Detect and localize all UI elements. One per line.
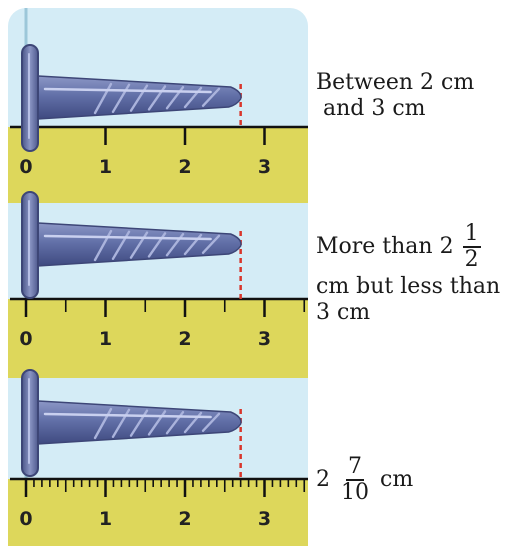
ruler-label-1: 1 [99, 156, 112, 178]
nail-highlight [43, 87, 212, 94]
caption-2-pre: More than 2 [316, 234, 454, 259]
nail-thread [201, 87, 221, 107]
nail-thread [201, 412, 221, 432]
caption-3: 2 7 10 cm [316, 455, 413, 505]
ruler-body [8, 127, 308, 203]
caption-2-line-1: More than 2 1 2 [316, 222, 500, 272]
fraction-one-half: 1 2 [462, 221, 481, 272]
ruler-label-3: 3 [258, 508, 271, 530]
fraction-denominator: 2 [464, 247, 479, 272]
ruler-label-2: 2 [178, 508, 191, 530]
ruler-panel-1: 0 1 2 3 [8, 44, 308, 203]
fraction-numerator: 1 [462, 221, 481, 248]
nail-highlight [43, 234, 212, 241]
ruler-body [8, 479, 308, 546]
nail-highlight [43, 412, 212, 419]
ruler-panel-2: 0 1 2 3 [8, 191, 308, 378]
ruler-label-1: 1 [99, 328, 112, 350]
ruler-label-0: 0 [19, 508, 32, 530]
ruler-body [8, 299, 308, 378]
ruler-label-2: 2 [178, 328, 191, 350]
ruler-panel-3: 0 1 2 3 [8, 369, 308, 546]
caption-1-line-1: Between 2 cm [316, 70, 475, 95]
ruler-label-0: 0 [19, 328, 32, 350]
nail-thread [93, 82, 113, 115]
ruler-label-0: 0 [19, 156, 32, 178]
caption-1-line-2: and 3 cm [316, 96, 426, 121]
caption-1: Between 2 cm and 3 cm [316, 70, 474, 122]
nail-thread [93, 407, 113, 440]
fraction-seven-tenths: 7 10 [339, 455, 371, 505]
ruler-label-2: 2 [178, 156, 191, 178]
fraction-denominator: 10 [341, 480, 369, 505]
caption-3-whole: 2 [316, 467, 330, 492]
nail-icon [21, 191, 242, 299]
nail-icon [21, 44, 242, 152]
caption-3-unit: cm [380, 467, 414, 492]
nail-icon [21, 369, 242, 477]
nail-thread [93, 229, 113, 262]
ruler-label-3: 3 [258, 328, 271, 350]
caption-2-line-3: 3 cm [316, 300, 371, 325]
caption-2: More than 2 1 2 cm but less than 3 cm [316, 222, 500, 326]
ruler-label-3: 3 [258, 156, 271, 178]
fraction-numerator: 7 [346, 454, 364, 481]
caption-2-line-2: cm but less than [316, 274, 501, 299]
nail-thread [201, 234, 221, 254]
ruler-label-1: 1 [99, 508, 112, 530]
